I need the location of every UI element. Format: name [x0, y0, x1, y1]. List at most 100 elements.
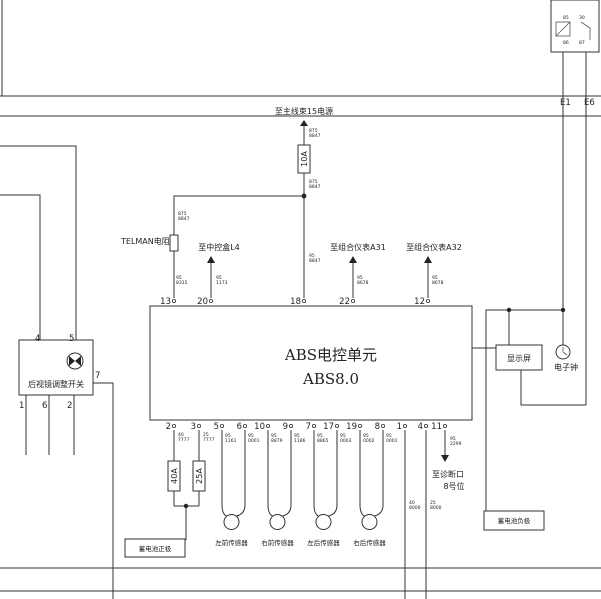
ecu-bottom-pin-terminal: [442, 423, 447, 428]
relay-pin-87: 87: [579, 40, 585, 46]
junction-dot: [183, 503, 189, 509]
ecu-top-pin-label: 20: [197, 297, 208, 307]
battery-neg-box: [483, 510, 545, 531]
ecu-bottom-pin-terminal: [265, 423, 270, 428]
ecu-bottom-pin-terminal: [219, 423, 224, 428]
fuse-40a: [167, 460, 181, 492]
ecu-top-pin-terminal: [208, 298, 213, 303]
wire-code: 95: [340, 433, 346, 439]
sensor-wire: [282, 430, 292, 517]
ecu-bottom-pin-label: 11: [431, 422, 442, 432]
abs-ecu-model: ABS8.0: [302, 370, 359, 388]
junction-dot: [506, 307, 512, 313]
sensor-wire: [359, 430, 365, 517]
main-harness-label: 至主线束15电源: [275, 106, 333, 116]
abs-ecu-title: ABS电控单元: [284, 346, 377, 364]
ecu-top-pin-label: 18: [290, 297, 301, 307]
svg-text:40: 40: [178, 432, 184, 438]
mirror-pin-4: 4: [35, 334, 40, 344]
ecu-bottom-pin-terminal: [334, 423, 339, 428]
sensor-wire: [221, 430, 227, 517]
svg-text:875: 875: [309, 128, 318, 134]
svg-text:8847: 8847: [178, 216, 190, 222]
clock-return-wire: [520, 370, 586, 406]
ecu-bottom-pin-terminal: [357, 423, 362, 428]
svg-text:25: 25: [203, 432, 209, 438]
fuse-40a-label: 40A: [170, 468, 179, 484]
relay-box: [550, 0, 600, 53]
mirror-wire-5: [0, 145, 77, 340]
mirror-pin-1: 1: [19, 401, 24, 411]
svg-text:8847: 8847: [309, 184, 321, 190]
mirror-switch-label: 后视镜调整开关: [28, 379, 84, 389]
ecu-bottom-pin-label: 5: [214, 422, 219, 432]
svg-text:875: 875: [178, 211, 187, 217]
ecu-bottom-pin-label: 6: [237, 422, 242, 432]
svg-text:40: 40: [409, 500, 415, 506]
mirror-pin-5: 5: [69, 334, 74, 344]
fuse-25a: [192, 460, 206, 492]
battery-pos-box: [124, 538, 186, 558]
ecu-bottom-pin-terminal: [423, 423, 428, 428]
sensor-wire: [374, 430, 384, 517]
svg-text:8315: 8315: [176, 280, 188, 286]
ecu-bottom-pin-label: 10: [254, 422, 265, 432]
wire-code: 0002: [363, 438, 375, 444]
mirror-out-wire: [93, 382, 114, 599]
svg-text:25: 25: [430, 500, 436, 506]
wheel-sensor-icon: [315, 514, 332, 530]
wheel-sensor-label: 右前传感器: [261, 538, 294, 547]
ecu-bottom-pin-terminal: [380, 423, 385, 428]
battery-neg-label: 蓄电池负极: [498, 516, 531, 525]
display-label: 显示屏: [507, 354, 531, 363]
mirror-switch-box: [18, 339, 94, 396]
wheel-sensors: 左前传感器951161950001右前传感器958879951186左后传感器9…: [215, 430, 398, 547]
wire-code: 95: [225, 433, 231, 439]
center-box-label: 至中控盒L4: [198, 242, 240, 252]
cluster-a31-label: 至组合仪表A31: [330, 242, 386, 252]
ecu-bottom-pin-label: 8: [375, 422, 380, 432]
wire-code: 95: [386, 433, 392, 439]
sensor-wire: [313, 430, 319, 517]
wire-code: 95: [317, 433, 323, 439]
telman-resistor: [169, 234, 179, 252]
telman-wire: [173, 195, 304, 298]
svg-text:95: 95: [432, 275, 438, 281]
sensor-wire: [328, 430, 338, 517]
ecu-top-pin-terminal: [171, 298, 176, 303]
ecu-bottom-pin-terminal: [242, 423, 247, 428]
display-box: [495, 344, 543, 371]
ecu-bottom-pin-label: 1: [397, 422, 402, 432]
wheel-sensor-label: 左后传感器: [307, 538, 340, 547]
svg-text:8000: 8000: [409, 505, 421, 511]
wheel-sensor-icon: [223, 514, 240, 530]
relay-pin-86: 86: [563, 40, 569, 46]
ecu-bottom-pin-label: 7: [306, 422, 311, 432]
wheel-sensor-icon: [269, 514, 286, 530]
relay-pin-30: 30: [579, 15, 585, 21]
wire-code: 1161: [225, 438, 237, 444]
wheel-sensor-icon: [361, 514, 378, 530]
svg-text:95: 95: [450, 436, 456, 442]
ecu-bottom-pin-label: 2: [166, 422, 171, 432]
diag-pin-label: 8号位: [443, 481, 464, 491]
diag-label: 至诊断口: [432, 469, 464, 479]
arrow-up-icon: [424, 256, 432, 263]
ecu-bottom-pin-terminal: [171, 423, 176, 428]
mirror-motor-icon: [66, 352, 84, 370]
ecu-bottom-pin-terminal: [196, 423, 201, 428]
relay-coil-slash: [555, 21, 571, 37]
wheel-sensor-label: 右后传感器: [353, 538, 386, 547]
svg-text:2299: 2299: [450, 441, 462, 447]
arrow-down-icon: [441, 455, 449, 462]
wire-code: 40 7777 25 7777 95 2299 40 8000 25 8000: [178, 432, 462, 511]
arrow-up-icon: [207, 256, 215, 263]
ecu-bottom-pin-label: 19: [346, 422, 357, 432]
wire-code: 0001: [386, 438, 398, 444]
wire-code: 95: [248, 433, 254, 439]
svg-text:95: 95: [357, 275, 363, 281]
svg-text:7777: 7777: [178, 437, 190, 443]
relay-coil: [555, 21, 571, 37]
svg-text:95: 95: [176, 275, 182, 281]
